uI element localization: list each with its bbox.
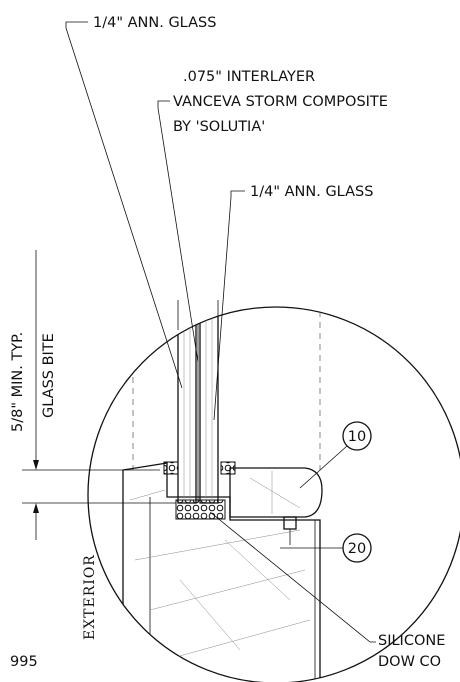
detail-circle [87, 306, 460, 682]
wet-seal-left [163, 461, 179, 475]
label-interlayer-1: .075" INTERLAYER [183, 69, 315, 85]
callout-10-text: 10 [348, 429, 366, 445]
drawing-number: 995 [10, 654, 38, 670]
callout-10-bubble [342, 421, 372, 451]
label-outer-glass: 1/4" ANN. GLASS [93, 15, 216, 31]
leader-outer-glass [65, 21, 183, 389]
label-inner-glass: 1/4" ANN. GLASS [250, 184, 373, 200]
callout-20-text: 20 [348, 541, 366, 557]
label-interlayer-3: BY 'SOLUTIA' [173, 119, 265, 135]
label-silicone-1: SILICONE [378, 633, 445, 649]
glass-pane-inner [199, 307, 219, 504]
leader-silicone [209, 511, 376, 643]
label-bite-1: 5/8" MIN. TYP. [10, 332, 26, 432]
label-exterior: EXTERIOR [82, 554, 98, 640]
glass-pane-outer [177, 307, 197, 504]
leader-inner-glass [213, 190, 245, 421]
label-bite-2: GLASS BITE [41, 333, 57, 418]
leader-interlayer [157, 100, 199, 363]
label-silicone-2: DOW CO [378, 654, 441, 670]
label-interlayer-2: VANCEVA STORM COMPOSITE [173, 94, 388, 110]
wet-seal-right [220, 461, 236, 475]
frame-body [122, 462, 321, 682]
glass-bite-dimension [22, 250, 176, 540]
section-contents [122, 307, 323, 682]
glazing-stop [229, 467, 323, 518]
glass-lines-above [177, 300, 219, 330]
